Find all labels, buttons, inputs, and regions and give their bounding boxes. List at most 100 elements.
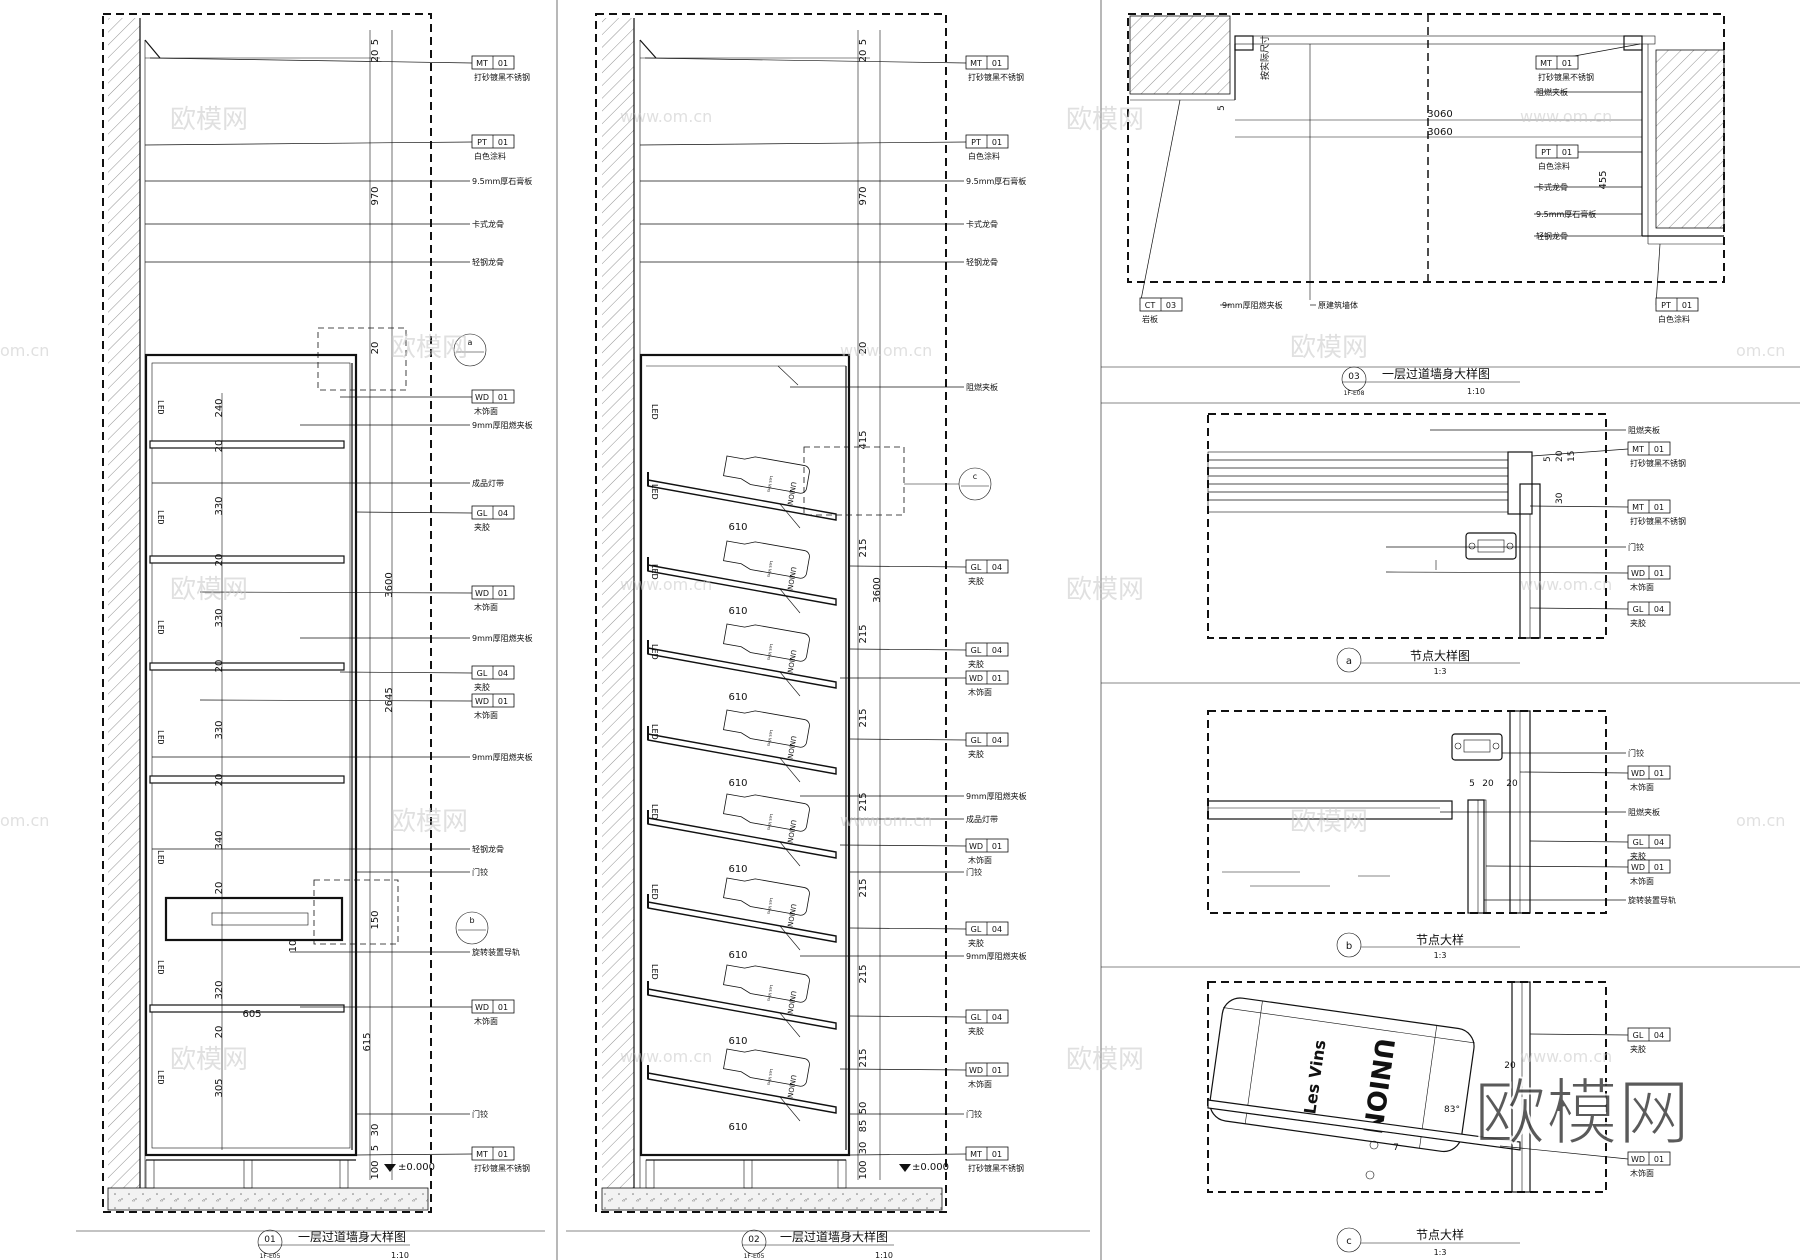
led-label-5: LED xyxy=(156,850,165,865)
dimension: 20 xyxy=(214,554,225,567)
detail-b-title: 节点大样 xyxy=(1416,932,1464,947)
tag-code: GL xyxy=(1633,838,1644,847)
led-label: LED xyxy=(650,884,659,900)
panel-2-ref: 1F-E05 xyxy=(744,1253,765,1260)
tag-num: 01 xyxy=(498,393,508,402)
tag-desc: 夹胶 xyxy=(968,938,984,948)
detail-zone-b xyxy=(313,879,399,945)
title-bubble-3 xyxy=(1341,366,1367,392)
note-fireboard: 阻燃夹板 xyxy=(1440,807,1660,817)
wall-hatch-2 xyxy=(602,18,634,1188)
note-clip: 卡式龙骨 xyxy=(640,219,998,229)
tag-num: 01 xyxy=(1654,769,1664,778)
detail-b-mark: b xyxy=(1346,941,1352,952)
dimension-shelf: 610 xyxy=(728,1036,747,1047)
note-text: 9mm厚阻燃夹板 xyxy=(966,951,1027,961)
dimension: 20 xyxy=(858,50,869,63)
tag-num: 04 xyxy=(1654,1031,1664,1040)
tag-desc: 夹胶 xyxy=(1630,851,1646,861)
detail-zone-c xyxy=(803,446,905,516)
tag-desc: 打砂镀黑不锈钢 xyxy=(968,72,1024,82)
note-fireboard9: 9mm厚阻燃夹板 xyxy=(300,420,533,430)
note-text: 阻燃夹板 xyxy=(1628,807,1660,817)
watermark-edge: om.cn xyxy=(0,811,49,830)
tag-code: GL xyxy=(477,669,488,678)
tag-desc: 夹胶 xyxy=(474,682,490,692)
panel-1-scale: 1:10 xyxy=(391,1251,409,1260)
tag-num: 01 xyxy=(498,138,508,147)
bottle-label: UNION xyxy=(786,481,798,505)
dimension: 970 xyxy=(858,186,869,205)
tag-num: 04 xyxy=(992,925,1002,934)
dimension: 415 xyxy=(858,430,869,449)
watermark-edge: om.cn xyxy=(1736,811,1785,830)
note-text: 9.5mm厚石膏板 xyxy=(966,176,1026,186)
tag-code: WD xyxy=(475,393,489,402)
dimension: 3600 xyxy=(384,572,395,597)
dimension: 240 xyxy=(214,398,225,417)
bottle-brand: Les Vins xyxy=(766,561,774,578)
note-fireboard9: 9mm厚阻燃夹板 xyxy=(1220,300,1283,310)
dimension: 5 xyxy=(858,39,869,45)
dimension: 7 xyxy=(1393,1143,1399,1153)
led-label-7: LED xyxy=(156,1070,165,1085)
note-text: 成品灯带 xyxy=(966,814,998,824)
callout-a-bubble xyxy=(453,333,487,367)
callout-c-text: c xyxy=(973,472,977,481)
watermark-site: www.om.cn xyxy=(1520,107,1612,126)
note-rotate: 旋转装置导轨 xyxy=(290,947,520,957)
dimension: 20 xyxy=(858,342,869,355)
panel-1-dimensions: 5209702024020330203302033020340201501032… xyxy=(214,39,395,1180)
dimension: 150 xyxy=(370,910,381,929)
title-bubble-1 xyxy=(257,1229,283,1255)
note-fireboard: 阻燃夹板 xyxy=(790,382,998,392)
dimension-shelf: 610 xyxy=(728,692,747,703)
tag-code: GL xyxy=(1633,1031,1644,1040)
tag-desc: 夹胶 xyxy=(968,1026,984,1036)
note-text: 阻燃夹板 xyxy=(1628,425,1660,435)
watermark-logo: 欧模网 xyxy=(1066,105,1144,135)
note-text: 成品灯带 xyxy=(472,478,504,488)
floor-slab-1 xyxy=(107,1187,429,1211)
note-text: 门铰 xyxy=(966,1109,982,1119)
tag-num: 01 xyxy=(498,1150,508,1159)
tag-num: 04 xyxy=(1654,605,1664,614)
tag-desc: 打砂镀黑不锈钢 xyxy=(1630,458,1686,468)
note-fireboard9: 9mm厚阻燃夹板 xyxy=(800,791,1027,801)
watermark-logo: 欧模网 xyxy=(1066,1045,1144,1075)
dimension: 50 xyxy=(858,1102,869,1115)
drawer-box xyxy=(164,896,344,942)
detail-a-mark: a xyxy=(1346,656,1352,667)
note-text: 轻钢龙骨 xyxy=(472,844,504,854)
detail-c-scale: 1:3 xyxy=(1434,1248,1447,1257)
note-hinge: 门铰 xyxy=(355,1109,488,1119)
note-text: 9.5mm厚石膏板 xyxy=(472,176,532,186)
dimension: 20 xyxy=(370,50,381,63)
watermarks: 欧模网 欧模网 欧模网 欧模网 欧模网 欧模网 欧模网 欧模网 欧模网 欧模网 … xyxy=(0,105,1785,1156)
dimension: 340 xyxy=(214,830,225,849)
dimension: 455 xyxy=(1598,170,1609,189)
cabinet-outline-2 xyxy=(639,353,851,1157)
hinge-icon xyxy=(1465,532,1517,560)
note-gypsum: 9.5mm厚石膏板 xyxy=(145,176,532,186)
sheet-dividers xyxy=(76,0,1800,1260)
tag-code: PT xyxy=(1541,148,1551,157)
dimension: 2645 xyxy=(384,687,395,712)
shelf xyxy=(149,775,345,784)
tag-code: GL xyxy=(1633,605,1644,614)
